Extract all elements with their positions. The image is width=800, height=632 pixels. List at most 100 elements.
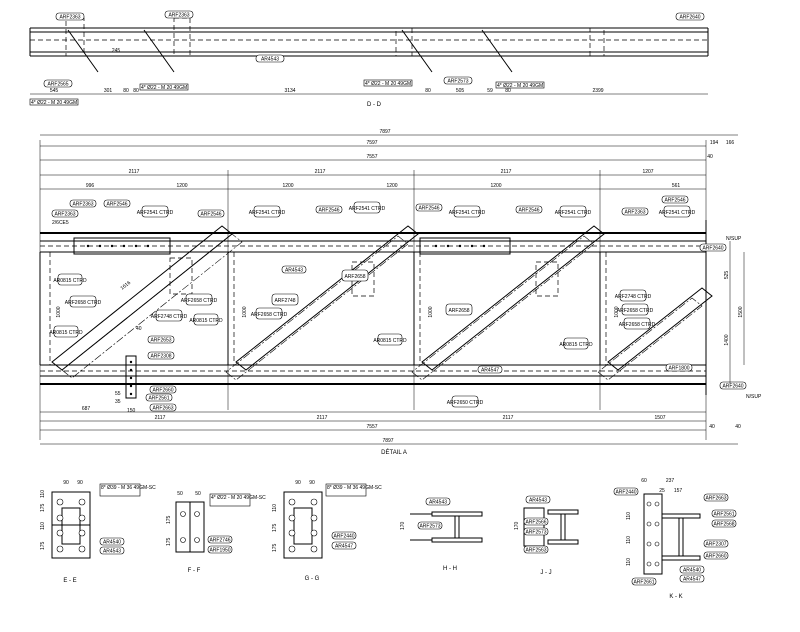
da-part-tag	[155, 309, 183, 322]
bolt-hole	[194, 511, 200, 517]
section-ee: 90 90 175 110 175 110 8* Ø39 - M 36 49GM…	[40, 480, 156, 584]
ff-view-label: F - F	[188, 568, 201, 574]
dd-brace-2	[143, 29, 175, 73]
bolt-hole	[310, 498, 318, 506]
dd-bolt-label: 4* Ø22 - M 20 49GM	[141, 85, 187, 91]
da-part-label: ARF2663	[152, 406, 173, 412]
da-callouts: ARF2363 ARF2546 ARF2541 CTRD ARF2363 ARF…	[49, 195, 747, 412]
bolt-mark	[482, 244, 486, 248]
ee-dim: 90	[77, 480, 83, 486]
dd-dim: 505	[456, 88, 465, 94]
ff-dim: 50	[177, 491, 183, 497]
section-kk: 60 237 25 157 110 110 110 ARF2440 ARF266…	[613, 478, 737, 600]
da-vert-dim: 1000	[614, 306, 620, 317]
da-part-label: ARF2363	[624, 210, 645, 216]
hh-view-label: H - H	[443, 566, 457, 572]
bolt-hole	[56, 529, 64, 537]
da-part-tag	[663, 205, 691, 218]
bolt-hole	[78, 545, 86, 553]
hh-part-tag	[417, 521, 443, 530]
da-part-label: ARF2658 CTRD	[181, 298, 218, 304]
ee-part-tag	[99, 546, 125, 555]
da-span-dim: 2117	[129, 169, 140, 175]
da-part-tag	[271, 293, 299, 306]
da-dim: 194	[710, 140, 719, 146]
da-vert-dim: 525	[724, 271, 730, 280]
gg-part-tag	[331, 541, 357, 550]
da-part-tag	[377, 333, 403, 346]
bolt-hole	[56, 514, 64, 522]
ff-part-tag	[207, 545, 233, 554]
da-dim: 166	[726, 140, 735, 146]
dd-dim: 59	[487, 88, 493, 94]
dd-brace-1	[67, 29, 99, 73]
dd-dim: 80	[505, 88, 511, 94]
section-jj: 170 AR4543 ARF2566 ARF2573 ARF2563 J - J	[514, 495, 579, 576]
dd-dim: 80	[425, 88, 431, 94]
kk-dim: 110	[626, 558, 632, 566]
da-diagonal-3	[421, 225, 605, 371]
hh-part-label: ARF2573	[419, 524, 440, 530]
ee-bolt-tag	[99, 483, 141, 497]
dd-brace-3	[401, 29, 433, 73]
dd-dim: 245	[112, 48, 121, 54]
detail-a: 7897 7597 7557 194 166 40 2117 2117 2117…	[39, 129, 762, 456]
da-note: N/SUP	[746, 394, 762, 400]
da-vert-dim: 1000	[242, 306, 248, 317]
kk-part-tag	[679, 565, 705, 574]
da-splice-plate	[73, 237, 171, 255]
bolt-mark	[98, 244, 102, 248]
da-span-dim: 2117	[501, 169, 512, 175]
bolt-hole	[180, 511, 186, 517]
da-part-tag	[315, 205, 343, 214]
da-bottom-dim: 2117	[503, 415, 514, 421]
da-part-tag	[197, 209, 225, 218]
ff-bolt-tag	[209, 493, 251, 507]
hh-dim: 170	[400, 521, 406, 530]
da-part-tag	[185, 293, 213, 306]
da-part-label: AR4543	[285, 268, 303, 274]
da-bottom-dim: 2117	[317, 415, 328, 421]
dd-view-label: D - D	[367, 102, 382, 108]
da-part-label: ARF2658 CTRD	[65, 300, 102, 306]
bolt-hole	[56, 498, 64, 506]
da-vert-dim: 35	[115, 399, 121, 405]
ee-part-label: AR4540	[103, 540, 121, 546]
da-gusset	[351, 261, 375, 297]
bolt-hole	[310, 529, 318, 537]
hh-top-flange	[431, 511, 483, 517]
ee-web	[61, 507, 81, 545]
da-part-tag	[193, 313, 219, 326]
da-vert-dim: 1000	[56, 306, 62, 317]
da-sub-dim: 1200	[386, 183, 397, 189]
dd-gusset-1	[65, 17, 85, 57]
da-diag-dim: 1616	[120, 280, 133, 292]
dd-part-tag	[443, 76, 473, 85]
ff-dim: 50	[195, 491, 201, 497]
kk-part-label: ARF2663	[705, 496, 726, 502]
dd-dim: 301	[104, 88, 113, 94]
dd-bolt-tag	[139, 83, 189, 91]
da-diagonal-1-outline	[61, 233, 243, 379]
da-sub-dim: 561	[672, 183, 681, 189]
jj-view-label: J - J	[540, 570, 551, 576]
da-dim: 7557	[366, 154, 377, 160]
da-bottom-total: 7897	[382, 438, 393, 444]
kk-dim: 237	[666, 478, 675, 484]
da-part-label: ARF2546	[418, 206, 439, 212]
kk-part-label: AR4540	[683, 568, 701, 574]
da-vert-dim: 55	[115, 391, 121, 397]
ee-part-tag	[99, 537, 125, 546]
da-part-label: AR0815 CTRD	[189, 318, 223, 324]
da-part-tag	[149, 403, 177, 412]
bolt-hole	[654, 501, 660, 507]
ee-view-label: E - E	[63, 578, 76, 584]
bolt-hole	[56, 545, 64, 553]
da-part-label: ARF2363	[54, 212, 75, 218]
da-bottom-total: 7557	[366, 424, 377, 430]
bolt-mark	[129, 360, 133, 364]
gg-part-label: AR4547	[335, 544, 353, 550]
jj-web	[560, 513, 566, 541]
jj-top-flange	[547, 509, 579, 515]
da-vert-dim: 150	[127, 408, 136, 414]
